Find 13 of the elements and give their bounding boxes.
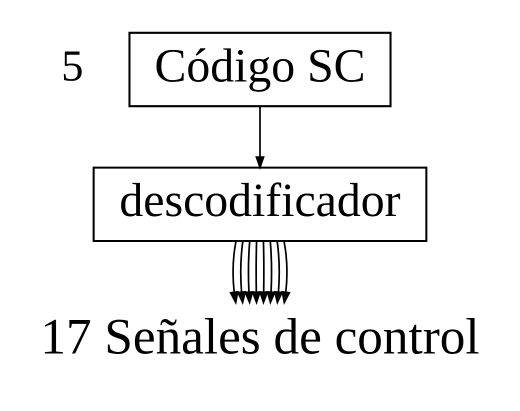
node-text: 17 Señales de control xyxy=(40,308,480,366)
arrow xyxy=(244,241,254,304)
arrow xyxy=(266,241,276,304)
arrow xyxy=(281,241,291,304)
arrow xyxy=(274,241,284,304)
arrow xyxy=(252,241,262,304)
node-box: descodificador xyxy=(92,166,428,242)
arrow xyxy=(258,241,268,304)
node-box: Código SC xyxy=(128,31,392,107)
arrow xyxy=(255,106,265,170)
node-label: 5 xyxy=(61,40,84,90)
arrow xyxy=(229,241,239,304)
arrow xyxy=(236,241,246,304)
